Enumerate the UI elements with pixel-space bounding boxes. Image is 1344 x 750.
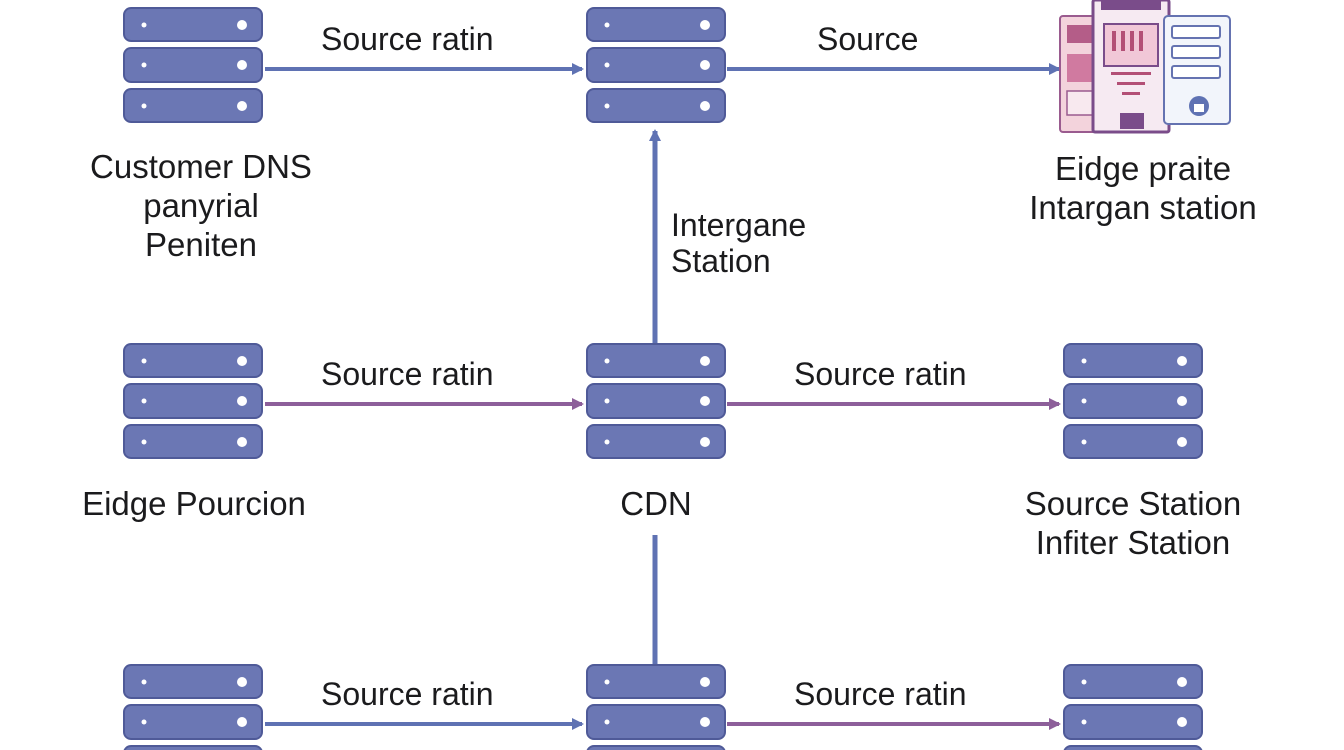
server-stack-icon — [586, 664, 726, 750]
cdn-label: CDN — [620, 484, 692, 523]
nodes-layer — [123, 0, 1231, 750]
edge-label-vertical-line-2: Station — [671, 243, 771, 279]
edge-label-middle-left: Source ratin — [321, 356, 494, 392]
edge-label-vertical-line-1: Intergane — [671, 207, 807, 243]
server-rack-cluster-icon — [1059, 0, 1231, 134]
customer-dns-label: Customer DNS panyrial Peniten — [90, 147, 312, 264]
edge-label-bottom-left: Source ratin — [321, 676, 494, 712]
server-stack-icon — [586, 7, 726, 123]
source-station-label: Source Station Infiter Station — [1025, 484, 1241, 562]
edge-label-vertical: Intergane Station — [671, 207, 806, 279]
edge-label-top-right: Source — [817, 21, 919, 57]
edge-label-bottom-right: Source ratin — [794, 676, 967, 712]
server-stack-icon — [123, 7, 263, 123]
customer-dns-label-line-3: Peniten — [145, 226, 257, 263]
edge-praite-label-line-2: Intargan station — [1029, 189, 1257, 226]
server-stack-icon — [1063, 343, 1203, 459]
server-stack-icon — [586, 343, 726, 459]
edge-label-middle-right: Source ratin — [794, 356, 967, 392]
edge-praite-label-line-1: Eidge praite — [1054, 150, 1232, 187]
edge-praite-label: Eidge praite Intargan station — [1029, 149, 1257, 227]
edges-layer — [265, 63, 1061, 730]
source-station-label-line-1: Source Station — [1024, 485, 1242, 522]
customer-dns-label-line-1: Customer DNS — [90, 148, 312, 185]
edge-label-top-left: Source ratin — [321, 21, 494, 57]
server-stack-icon — [1063, 664, 1203, 750]
cdn-label-line-1: CDN — [620, 485, 692, 522]
source-station-label-line-2: Infiter Station — [1035, 524, 1231, 561]
edge-pourcion-label: Eidge Pourcion — [82, 484, 306, 523]
customer-dns-label-line-2: panyrial — [143, 187, 259, 224]
edge-pourcion-label-line-1: Eidge Pourcion — [82, 485, 306, 522]
server-stack-icon — [123, 343, 263, 459]
server-stack-icon — [123, 664, 263, 750]
